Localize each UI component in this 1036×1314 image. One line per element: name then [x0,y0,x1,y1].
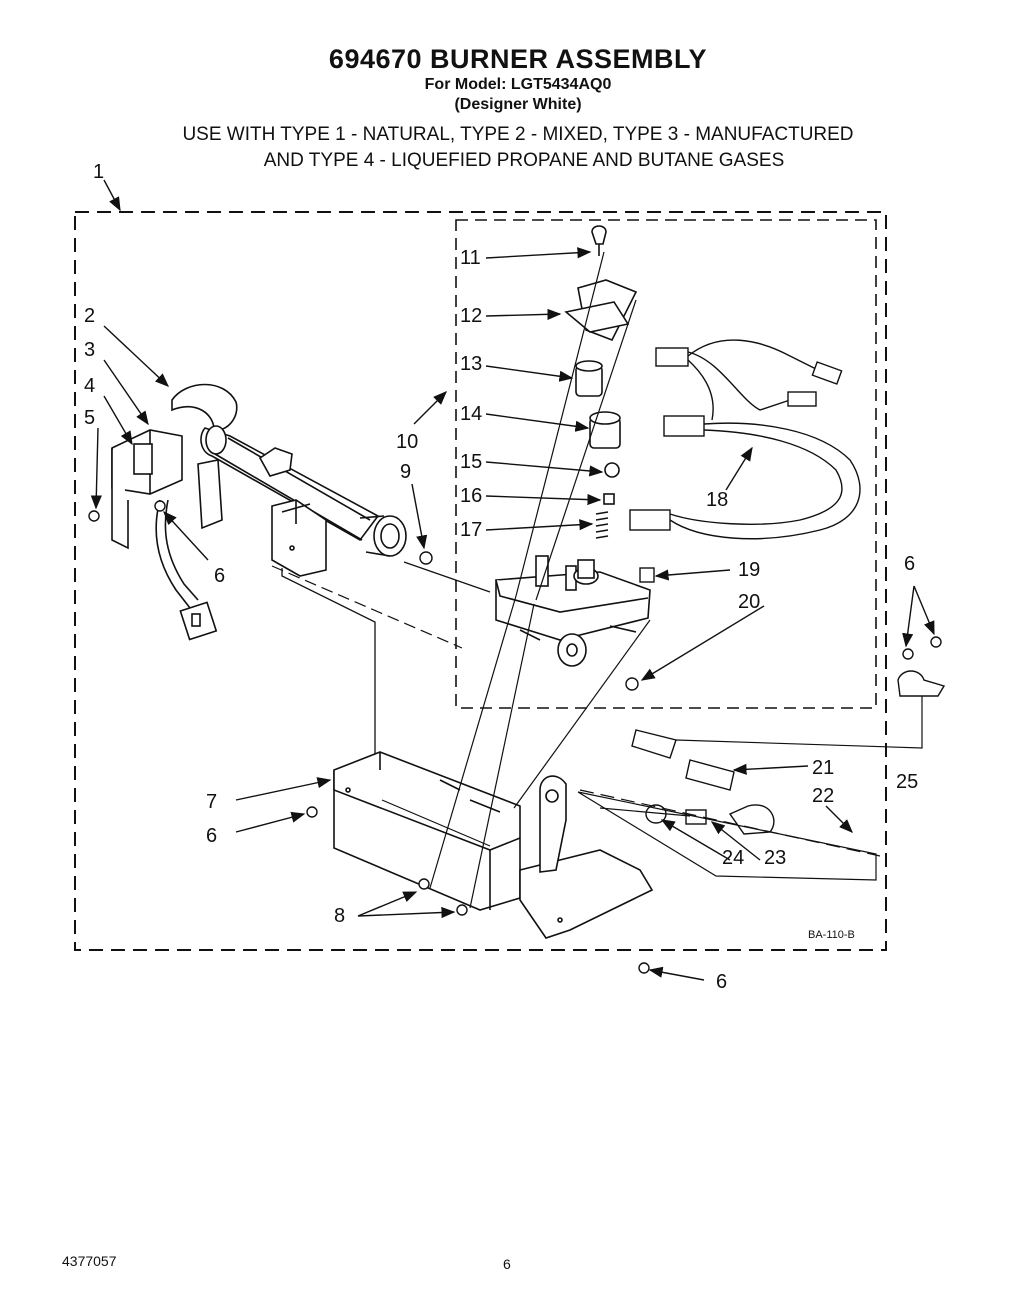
fasteners [88,500,946,974]
callout-arrows [90,179,935,981]
callout-20: 20 [738,591,760,613]
callout-23: 23 [764,847,786,869]
flame-sensor-bracket [271,499,376,800]
model-line: For Model: LGT5434AQ0 [424,76,612,93]
callout-21: 21 [812,757,834,779]
callout-6-bracket: 6 [206,825,217,847]
callout-14: 14 [460,403,482,425]
base-bracket [333,751,654,939]
gas-valve [495,555,651,667]
page-number: 6 [503,1256,511,1272]
callout-15: 15 [460,451,482,473]
callout-1: 1 [93,161,104,183]
igniter-bracket [111,429,223,641]
callout-18: 18 [706,489,728,511]
callout-25: 25 [896,771,918,793]
callout-8: 8 [334,905,345,927]
callout-11: 11 [460,247,481,269]
page-title: 694670 BURNER ASSEMBLY [328,44,708,74]
callout-2: 2 [84,305,95,327]
callout-4: 4 [84,375,95,397]
callout-22: 22 [812,785,834,807]
usage-line-2: AND TYPE 4 - LIQUEFIED PROPANE AND BUTAN… [263,150,785,171]
callout-6-left: 6 [214,565,225,587]
callout-12: 12 [460,305,482,327]
callout-7: 7 [206,791,217,813]
part-number: 4377057 [62,1253,117,1269]
leader-lines [271,251,923,909]
callout-10: 10 [396,431,418,453]
valve-group-boundary [455,219,877,709]
usage-line-1: USE WITH TYPE 1 - NATURAL, TYPE 2 - MIXE… [182,124,854,145]
callout-24: 24 [722,847,744,869]
callout-16: 16 [460,485,482,507]
assembly-boundary [74,211,887,951]
callout-9: 9 [400,461,411,483]
drawing-code: BA-110-B [808,929,855,941]
callout-6-bottom: 6 [716,971,727,993]
wiring-harness [629,339,861,583]
callout-5: 5 [84,407,95,429]
valve-coils [564,225,638,539]
gas-inlet-fittings [631,729,775,835]
callout-labels: 1 2 3 4 5 6 7 6 8 9 10 11 12 13 14 15 16… [84,161,918,993]
burner-tube [171,383,407,557]
callout-6-right: 6 [904,553,915,575]
callout-17: 17 [460,519,482,541]
color-line: (Designer White) [454,96,582,113]
callout-19: 19 [738,559,760,581]
callout-13: 13 [460,353,482,375]
callout-3: 3 [84,339,95,361]
